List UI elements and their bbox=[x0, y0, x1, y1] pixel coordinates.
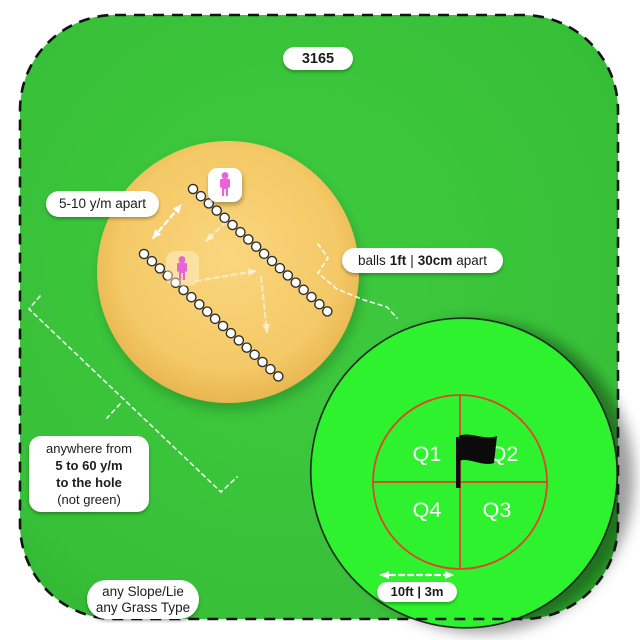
golf-ball bbox=[187, 183, 199, 195]
conditions-line-1: any Slope/Lie bbox=[102, 583, 184, 599]
golf-ball bbox=[217, 320, 229, 332]
distance-line-1: anywhere from bbox=[46, 441, 132, 456]
golf-ball bbox=[211, 205, 222, 216]
row-spacing-arrow bbox=[151, 203, 183, 240]
green-scale-label: 10ft | 3m bbox=[377, 582, 457, 602]
distance-marker-lines bbox=[27, 295, 238, 494]
golf-ball bbox=[257, 356, 268, 368]
golf-ball bbox=[162, 270, 173, 281]
golf-ball bbox=[282, 270, 294, 281]
golf-ball bbox=[233, 335, 245, 346]
quadrant-label-q3: Q3 bbox=[483, 498, 512, 522]
ball-spacing-suffix: apart bbox=[456, 252, 488, 268]
golf-ball bbox=[258, 248, 270, 260]
golf-ball bbox=[266, 255, 278, 267]
flag-icon bbox=[456, 434, 497, 488]
golf-ball bbox=[306, 291, 317, 303]
golf-ball bbox=[298, 284, 309, 296]
golf-ball bbox=[290, 277, 301, 288]
row-spacing-text: 5-10 y/m apart bbox=[58, 196, 147, 211]
golf-ball bbox=[209, 313, 221, 325]
golf-ball bbox=[250, 241, 262, 252]
golf-ball bbox=[322, 306, 333, 317]
golf-ball bbox=[195, 190, 207, 202]
movement-arrows bbox=[194, 220, 271, 334]
quadrant-target: Q1 Q2 Q3 Q4 bbox=[372, 394, 548, 570]
golf-ball bbox=[274, 262, 286, 274]
quadrant-label-q1: Q1 bbox=[413, 442, 442, 466]
golf-ball bbox=[225, 327, 237, 339]
ball-row bbox=[187, 183, 333, 317]
drill-number: 3165 bbox=[301, 50, 335, 67]
golf-ball bbox=[227, 219, 238, 231]
golf-ball bbox=[154, 263, 166, 274]
golf-ball bbox=[194, 299, 205, 310]
drill-number-badge: 3165 bbox=[283, 47, 353, 70]
golf-ball bbox=[249, 349, 260, 361]
golf-ball bbox=[178, 284, 189, 296]
ball-spacing-feet: 1ft bbox=[389, 252, 407, 268]
player-bottom bbox=[166, 251, 199, 286]
ball-spacing-cm: 30cm bbox=[417, 252, 453, 268]
conditions-line-2: any Grass Type bbox=[95, 599, 191, 615]
distance-note: anywhere from 5 to 60 y/m to the hole (n… bbox=[29, 436, 149, 512]
ball-spacing-prefix: balls bbox=[357, 252, 386, 268]
putting-green-ellipse bbox=[310, 317, 618, 629]
golf-ball bbox=[146, 255, 158, 267]
golf-ball bbox=[170, 277, 181, 289]
green-scale-text: 10ft | 3m bbox=[390, 584, 444, 599]
golf-ball bbox=[314, 298, 325, 310]
golf-ball bbox=[186, 291, 197, 303]
golf-ball bbox=[243, 234, 254, 245]
distance-line-3: to the hole bbox=[56, 475, 122, 490]
golf-ball bbox=[138, 248, 150, 260]
row-spacing-label: 5-10 y/m apart bbox=[46, 191, 159, 217]
golf-ball bbox=[201, 306, 213, 317]
leader-path bbox=[316, 243, 398, 319]
field-dashed-border bbox=[18, 13, 620, 621]
golf-ball bbox=[241, 342, 252, 353]
golf-ball bbox=[219, 212, 230, 224]
golf-ball bbox=[265, 363, 276, 375]
distance-line-2: 5 to 60 y/m bbox=[55, 458, 123, 473]
ball-spacing-separator: | bbox=[410, 252, 414, 268]
ball-spacing-label: balls 1ft | 30cm apart bbox=[342, 248, 503, 273]
golf-ball bbox=[235, 226, 246, 238]
ball-row bbox=[138, 248, 284, 382]
distance-line-4: (not green) bbox=[57, 492, 121, 507]
golf-ball bbox=[203, 198, 215, 209]
conditions-label: any Slope/Lie any Grass Type bbox=[87, 580, 199, 619]
player-top bbox=[208, 168, 242, 202]
quadrant-label-q4: Q4 bbox=[413, 498, 442, 522]
golf-ball bbox=[273, 371, 284, 382]
